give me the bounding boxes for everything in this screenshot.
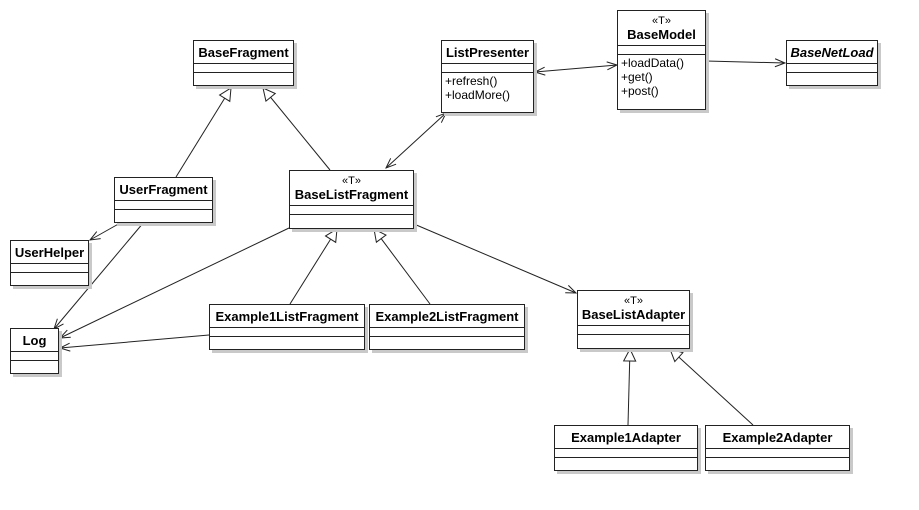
edge-example2-baselistfragment [374, 229, 431, 305]
class-header: «T» BaseListFragment [290, 171, 413, 205]
attributes-compartment [115, 200, 212, 209]
edge-listpresenter-basemodel [535, 65, 617, 72]
attributes-compartment [787, 63, 877, 72]
edge-example1-baselistfragment [289, 229, 337, 305]
edge-baselistfragment-log [60, 227, 290, 338]
class-header: UserHelper [11, 241, 88, 263]
class-user-helper[interactable]: UserHelper [10, 240, 89, 286]
operations-compartment [194, 72, 293, 81]
class-header: Example1Adapter [555, 426, 697, 448]
operations-compartment: +refresh() +loadMore() [442, 72, 533, 103]
class-name: Log [22, 333, 47, 348]
operation: +refresh() [445, 74, 498, 88]
class-header: ListPresenter [442, 41, 533, 63]
class-name: UserFragment [119, 182, 208, 197]
stereotype: «T» [624, 295, 643, 307]
class-name: UserHelper [14, 245, 85, 260]
stereotype: «T» [652, 15, 671, 27]
edge-userfragment-basefragment [175, 88, 231, 178]
attributes-compartment [11, 351, 58, 360]
class-header: BaseNetLoad [787, 41, 877, 63]
operations-compartment [706, 457, 849, 466]
operation: +loadMore() [445, 88, 511, 102]
class-name: ListPresenter [445, 45, 530, 60]
class-example2-adapter[interactable]: Example2Adapter [705, 425, 850, 471]
class-name: Example2ListFragment [375, 309, 519, 324]
class-name: BaseModel [627, 27, 696, 42]
edge-baselistfragment-listpresenter [386, 113, 446, 168]
operations-compartment [11, 272, 88, 281]
operation: +get() [621, 70, 653, 84]
attributes-compartment [618, 45, 705, 54]
class-example2-list-fragment[interactable]: Example2ListFragment [369, 304, 525, 350]
attributes-compartment [555, 448, 697, 457]
class-base-model[interactable]: «T» BaseModel +loadData() +get() +post() [617, 10, 706, 110]
class-user-fragment[interactable]: UserFragment [114, 177, 213, 223]
attributes-compartment [578, 325, 689, 334]
edge-example2adapter-baselistadapter [670, 349, 754, 426]
class-name: Example1Adapter [571, 430, 681, 445]
class-header: BaseFragment [194, 41, 293, 63]
class-header: Example1ListFragment [210, 305, 364, 327]
edge-userfragment-userhelper [90, 221, 123, 240]
class-name: BaseListAdapter [581, 307, 686, 322]
edge-example1-log [60, 334, 210, 348]
edge-example1adapter-baselistadapter [628, 349, 630, 426]
operations-compartment: +loadData() +get() +post() [618, 54, 705, 99]
class-base-net-load[interactable]: BaseNetLoad [786, 40, 878, 86]
operations-compartment [555, 457, 697, 466]
operations-compartment [290, 214, 413, 223]
operations-compartment [578, 334, 689, 343]
edge-baselistfragment-basefragment [263, 88, 331, 171]
class-name: BaseNetLoad [790, 45, 874, 60]
class-example1-list-fragment[interactable]: Example1ListFragment [209, 304, 365, 350]
operations-compartment [115, 209, 212, 218]
operations-compartment [11, 360, 58, 369]
attributes-compartment [11, 263, 88, 272]
attributes-compartment [706, 448, 849, 457]
class-log[interactable]: Log [10, 328, 59, 374]
edge-baselistfragment-baselistadapter [413, 223, 576, 293]
class-base-fragment[interactable]: BaseFragment [193, 40, 294, 86]
class-example1-adapter[interactable]: Example1Adapter [554, 425, 698, 471]
class-header: «T» BaseModel [618, 11, 705, 45]
attributes-compartment [290, 205, 413, 214]
stereotype: «T» [342, 175, 361, 187]
class-name: Example2Adapter [722, 430, 833, 445]
operations-compartment [787, 72, 877, 81]
class-header: Example2Adapter [706, 426, 849, 448]
class-base-list-adapter[interactable]: «T» BaseListAdapter [577, 290, 690, 349]
edge-basemodel-basenetload [705, 61, 785, 63]
attributes-compartment [194, 63, 293, 72]
operations-compartment [210, 336, 364, 345]
operation: +loadData() [621, 56, 685, 70]
operation: +post() [621, 84, 659, 98]
class-name: BaseFragment [198, 45, 289, 60]
class-header: «T» BaseListAdapter [578, 291, 689, 325]
class-base-list-fragment[interactable]: «T» BaseListFragment [289, 170, 414, 229]
class-header: Example2ListFragment [370, 305, 524, 327]
operations-compartment [370, 336, 524, 345]
edge-userfragment-log [54, 221, 145, 329]
attributes-compartment [442, 63, 533, 72]
class-header: UserFragment [115, 178, 212, 200]
attributes-compartment [370, 327, 524, 336]
class-list-presenter[interactable]: ListPresenter +refresh() +loadMore() [441, 40, 534, 113]
class-header: Log [11, 329, 58, 351]
attributes-compartment [210, 327, 364, 336]
class-name: BaseListFragment [294, 187, 409, 202]
class-name: Example1ListFragment [215, 309, 359, 324]
